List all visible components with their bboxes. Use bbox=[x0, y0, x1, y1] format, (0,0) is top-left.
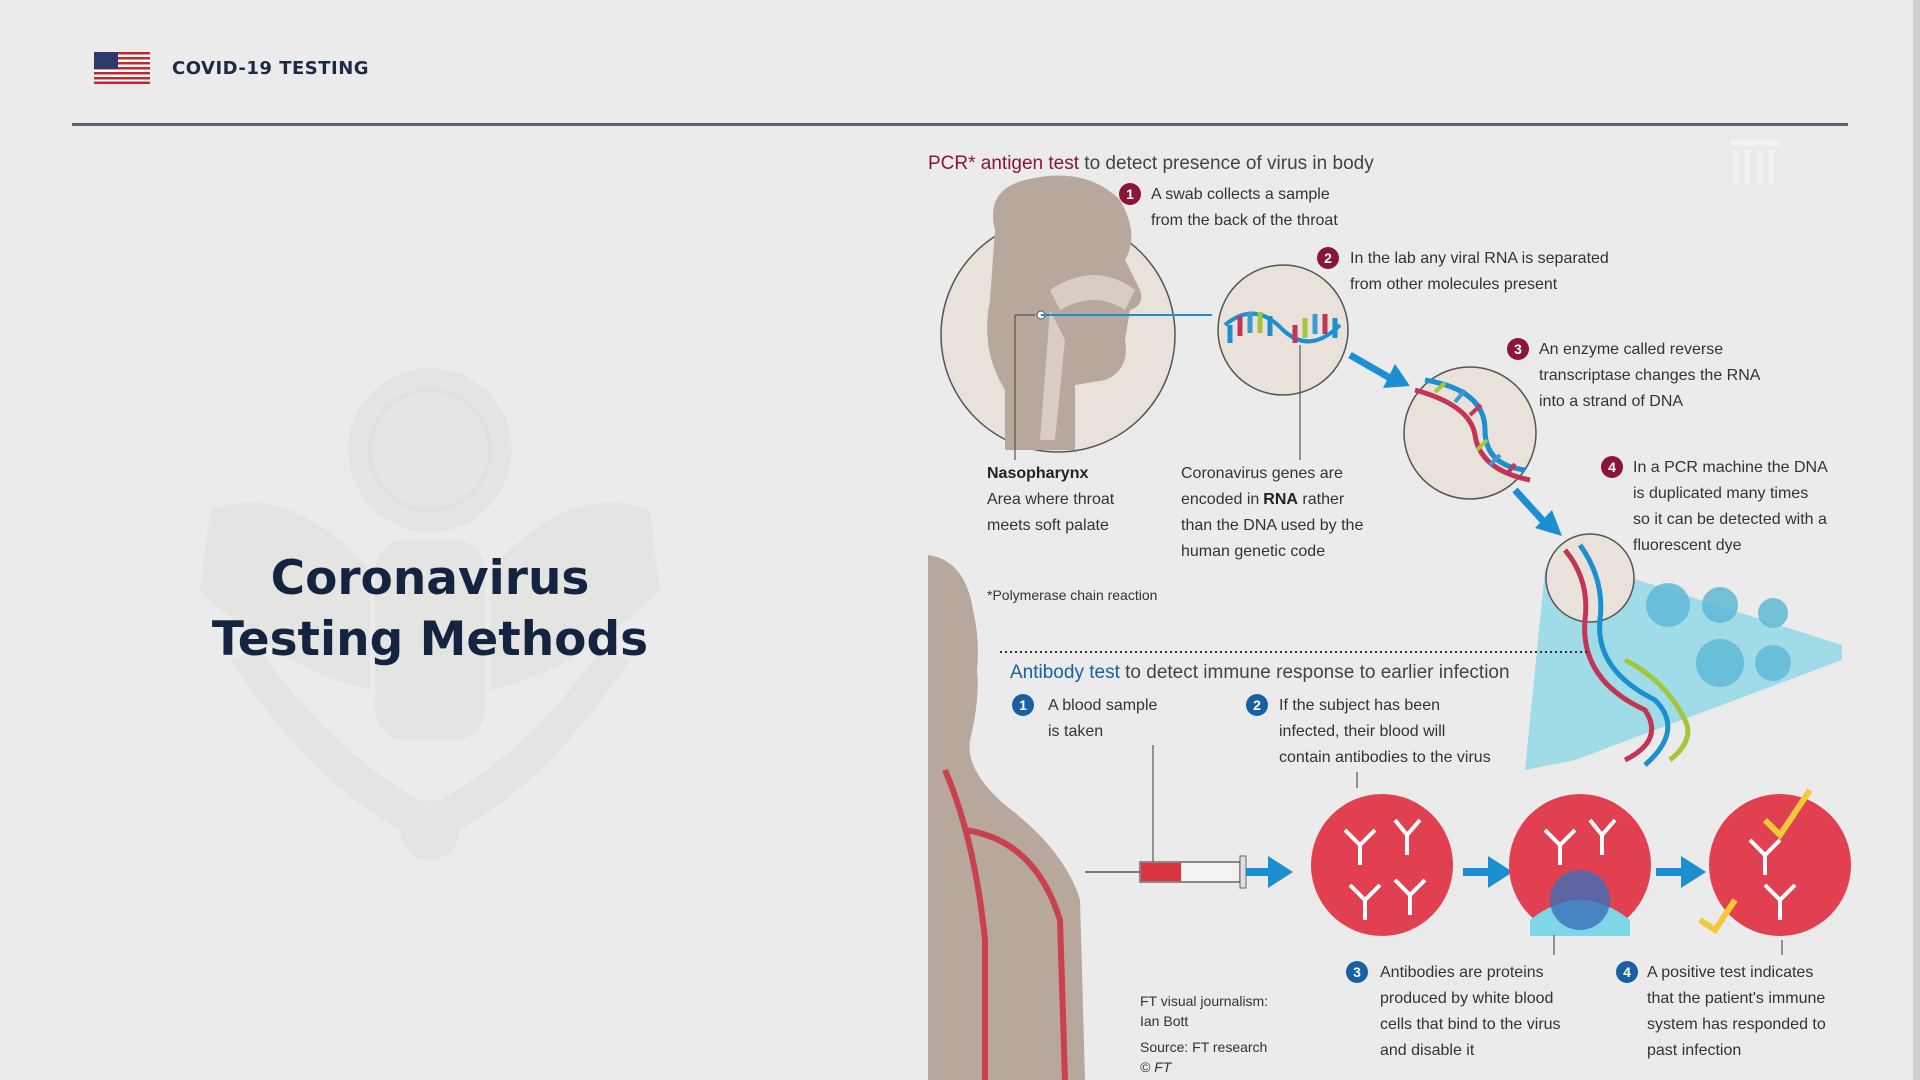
pcr-step-4-badge bbox=[1601, 456, 1623, 478]
antibody-step-2-text: If the subject has been infected, their … bbox=[1279, 697, 1491, 766]
credits: FT visual journalism: Ian Bott Source: F… bbox=[1140, 993, 1272, 1075]
fluorescent-detection-illustration bbox=[1525, 533, 1842, 770]
pcr-step-2-line: In the lab any viral RNA is separated bbox=[1350, 250, 1609, 267]
antibody-step-2-line: infected, their blood will bbox=[1279, 723, 1445, 740]
antibody-heading-rest: to detect immune response to earlier inf… bbox=[1120, 662, 1510, 683]
genes-line: rather bbox=[1298, 491, 1345, 508]
pcr-step-2-line: from other molecules present bbox=[1350, 276, 1558, 293]
pcr-heading: PCR* antigen test to detect presence of … bbox=[928, 153, 1374, 174]
slide-title-line1: Coronavirus bbox=[270, 551, 590, 606]
pcr-step-4-text: In a PCR machine the DNA is duplicated m… bbox=[1633, 459, 1831, 554]
antibody-step-1-line: is taken bbox=[1048, 723, 1103, 740]
slide-header: COVID-19 TESTING bbox=[94, 50, 369, 86]
pcr-step-4-number: 4 bbox=[1608, 459, 1616, 475]
us-flag-icon bbox=[94, 52, 150, 84]
syringe-icon bbox=[1085, 855, 1293, 889]
process-arrow bbox=[1348, 351, 1410, 388]
antibody-step-1-badge bbox=[1012, 694, 1034, 716]
antibody-heading: Antibody test to detect immune response … bbox=[1010, 662, 1510, 683]
antibody-step-3-line: cells that bind to the virus bbox=[1380, 1016, 1561, 1033]
pcr-step-4-line: so it can be detected with a bbox=[1633, 511, 1827, 528]
pcr-step-1-line: from the back of the throat bbox=[1151, 212, 1338, 229]
genes-rna-bold: RNA bbox=[1263, 491, 1298, 508]
antibody-step-1-number: 1 bbox=[1019, 697, 1027, 713]
pcr-step-2-number: 2 bbox=[1324, 250, 1332, 266]
antibody-step-4-badge bbox=[1616, 961, 1638, 983]
antibody-step-4-line: A positive test indicates bbox=[1647, 964, 1813, 981]
antibody-heading-highlight: Antibody test bbox=[1010, 662, 1121, 683]
pcr-footnote: *Polymerase chain reaction bbox=[987, 587, 1157, 603]
pcr-step-4-line: is duplicated many times bbox=[1633, 485, 1808, 502]
pcr-heading-rest: to detect presence of virus in body bbox=[1079, 153, 1374, 174]
pcr-step-1-text: A swab collects a sample from the back o… bbox=[1151, 186, 1338, 229]
antibody-step-3-line: produced by white blood bbox=[1380, 990, 1553, 1007]
building-watermark-icon bbox=[1730, 140, 1780, 184]
credit-line: Source: FT research bbox=[1140, 1039, 1267, 1055]
pcr-step-2-badge bbox=[1317, 247, 1339, 269]
slide-title: Coronavirus Testing Methods bbox=[170, 548, 690, 670]
head-illustration bbox=[940, 175, 1212, 460]
header-title: COVID-19 TESTING bbox=[172, 57, 370, 79]
antibody-cell-illustration bbox=[1311, 788, 1851, 955]
antibody-step-4-line: past infection bbox=[1647, 1042, 1741, 1059]
nasopharynx-line: meets soft palate bbox=[987, 517, 1109, 534]
genes-line: encoded in bbox=[1181, 491, 1259, 508]
credit-line: Ian Bott bbox=[1140, 1013, 1188, 1029]
antibody-step-3-line: Antibodies are proteins bbox=[1380, 964, 1544, 981]
rna-illustration bbox=[1217, 264, 1349, 460]
genes-line: human genetic code bbox=[1181, 543, 1325, 560]
antibody-step-4-text: A positive test indicates that the patie… bbox=[1647, 964, 1830, 1059]
pcr-step-1-line: A swab collects a sample bbox=[1151, 186, 1330, 203]
genes-line: than the DNA used by the bbox=[1181, 517, 1363, 534]
pcr-step-3-number: 3 bbox=[1514, 341, 1522, 357]
pcr-step-2-text: In the lab any viral RNA is separated fr… bbox=[1350, 250, 1613, 293]
pcr-step-3-line: transcriptase changes the RNA bbox=[1539, 367, 1761, 384]
pcr-step-1-badge bbox=[1119, 183, 1141, 205]
antibody-step-4-line: that the patient's immune bbox=[1647, 990, 1825, 1007]
antibody-step-2-number: 2 bbox=[1253, 697, 1261, 713]
pcr-step-3-line: into a strand of DNA bbox=[1539, 393, 1683, 410]
antibody-step-3-text: Antibodies are proteins produced by whit… bbox=[1380, 964, 1565, 1059]
process-arrow bbox=[1512, 487, 1562, 536]
credit-line: FT visual journalism: bbox=[1140, 993, 1268, 1009]
pcr-step-3-line: An enzyme called reverse bbox=[1539, 341, 1723, 358]
pcr-heading-highlight: PCR* antigen test bbox=[928, 153, 1080, 174]
pcr-step-3-badge bbox=[1507, 338, 1529, 360]
covid-testing-infographic: PCR* antigen test to detect presence of … bbox=[928, 140, 1851, 1080]
antibody-step-2-line: contain antibodies to the virus bbox=[1279, 749, 1491, 766]
slide-title-line2: Testing Methods bbox=[211, 612, 649, 667]
body-illustration bbox=[928, 555, 1085, 1080]
genes-line: Coronavirus genes are bbox=[1181, 465, 1343, 482]
antibody-step-3-number: 3 bbox=[1353, 964, 1361, 980]
nasopharynx-title: Nasopharynx bbox=[987, 465, 1088, 482]
pcr-step-1-number: 1 bbox=[1126, 186, 1134, 202]
pcr-step-4-line: fluorescent dye bbox=[1633, 537, 1742, 554]
window-edge bbox=[1913, 0, 1920, 1080]
antibody-step-3-line: and disable it bbox=[1380, 1042, 1475, 1059]
antibody-step-2-line: If the subject has been bbox=[1279, 697, 1440, 714]
antibody-step-4-line: system has responded to bbox=[1647, 1016, 1826, 1033]
antibody-step-1-text: A blood sample is taken bbox=[1048, 697, 1162, 740]
antibody-step-3-badge bbox=[1346, 961, 1368, 983]
pcr-step-3-text: An enzyme called reverse transcriptase c… bbox=[1539, 341, 1764, 410]
antibody-step-4-number: 4 bbox=[1623, 964, 1631, 980]
credit-line: © FT bbox=[1140, 1059, 1173, 1075]
header-divider bbox=[72, 123, 1848, 126]
nasopharynx-label: Nasopharynx Area where throat meets soft… bbox=[987, 465, 1119, 534]
antibody-step-2-badge bbox=[1246, 694, 1268, 716]
seal-watermark-icon bbox=[200, 368, 660, 860]
dna-illustration bbox=[1403, 366, 1537, 500]
antibody-step-1-line: A blood sample bbox=[1048, 697, 1158, 714]
pcr-step-4-line: In a PCR machine the DNA bbox=[1633, 459, 1828, 476]
nasopharynx-line: Area where throat bbox=[987, 491, 1115, 508]
